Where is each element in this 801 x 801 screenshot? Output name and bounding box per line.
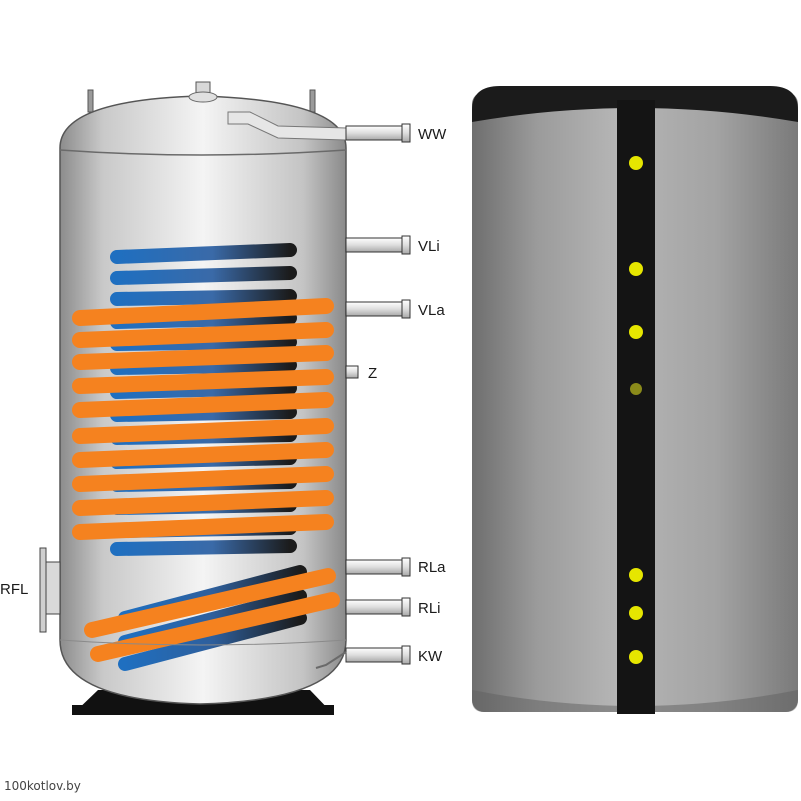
yellow-dot-indicator <box>629 606 643 620</box>
label-vli: VLi <box>418 238 440 255</box>
label-z: Z <box>368 365 377 382</box>
pipe-ww <box>345 125 407 141</box>
indicator-dots <box>629 156 643 664</box>
tank-foot-right <box>304 705 334 715</box>
label-rfl: RFL <box>0 581 28 598</box>
yellow-dot-indicator <box>629 650 643 664</box>
label-rla: RLa <box>418 559 446 576</box>
pipe-rla <box>345 559 407 575</box>
label-vla: VLa <box>418 302 445 319</box>
pipe-vli <box>345 237 407 253</box>
label-rli: RLi <box>418 600 441 617</box>
jacket-bottom-shade <box>472 690 798 712</box>
orange-heat-coil-upper <box>72 298 334 540</box>
pipe-kw <box>345 647 407 663</box>
lifting-lug-right <box>309 89 316 113</box>
internal-cold-water-pipe <box>315 651 347 669</box>
connection-strip <box>617 100 655 714</box>
label-kw: KW <box>418 648 443 665</box>
yellow-dot-indicator <box>629 325 643 339</box>
tank-foot-left <box>72 705 102 715</box>
insulated-tank <box>472 86 798 714</box>
bottom-seam <box>59 639 347 646</box>
yellow-dot-indicator <box>629 262 643 276</box>
pipe-vla <box>345 301 407 317</box>
yellow-dot-indicator <box>629 156 643 170</box>
yellow-dot-indicator <box>629 568 643 582</box>
pipe-rli <box>345 599 407 615</box>
inspection-cap <box>188 91 218 103</box>
rfl-flange <box>39 547 61 633</box>
orange-heat-coil-lower <box>84 568 340 662</box>
label-ww: WW <box>418 126 447 143</box>
yellow-dot-indicator <box>630 383 642 395</box>
pipe-z <box>345 365 359 379</box>
dome-seam <box>59 149 347 156</box>
lifting-lug-left <box>87 89 94 113</box>
connection-pipes <box>345 123 411 665</box>
cutaway-tank <box>39 81 411 715</box>
watermark: 100kotlov.by <box>4 779 81 793</box>
